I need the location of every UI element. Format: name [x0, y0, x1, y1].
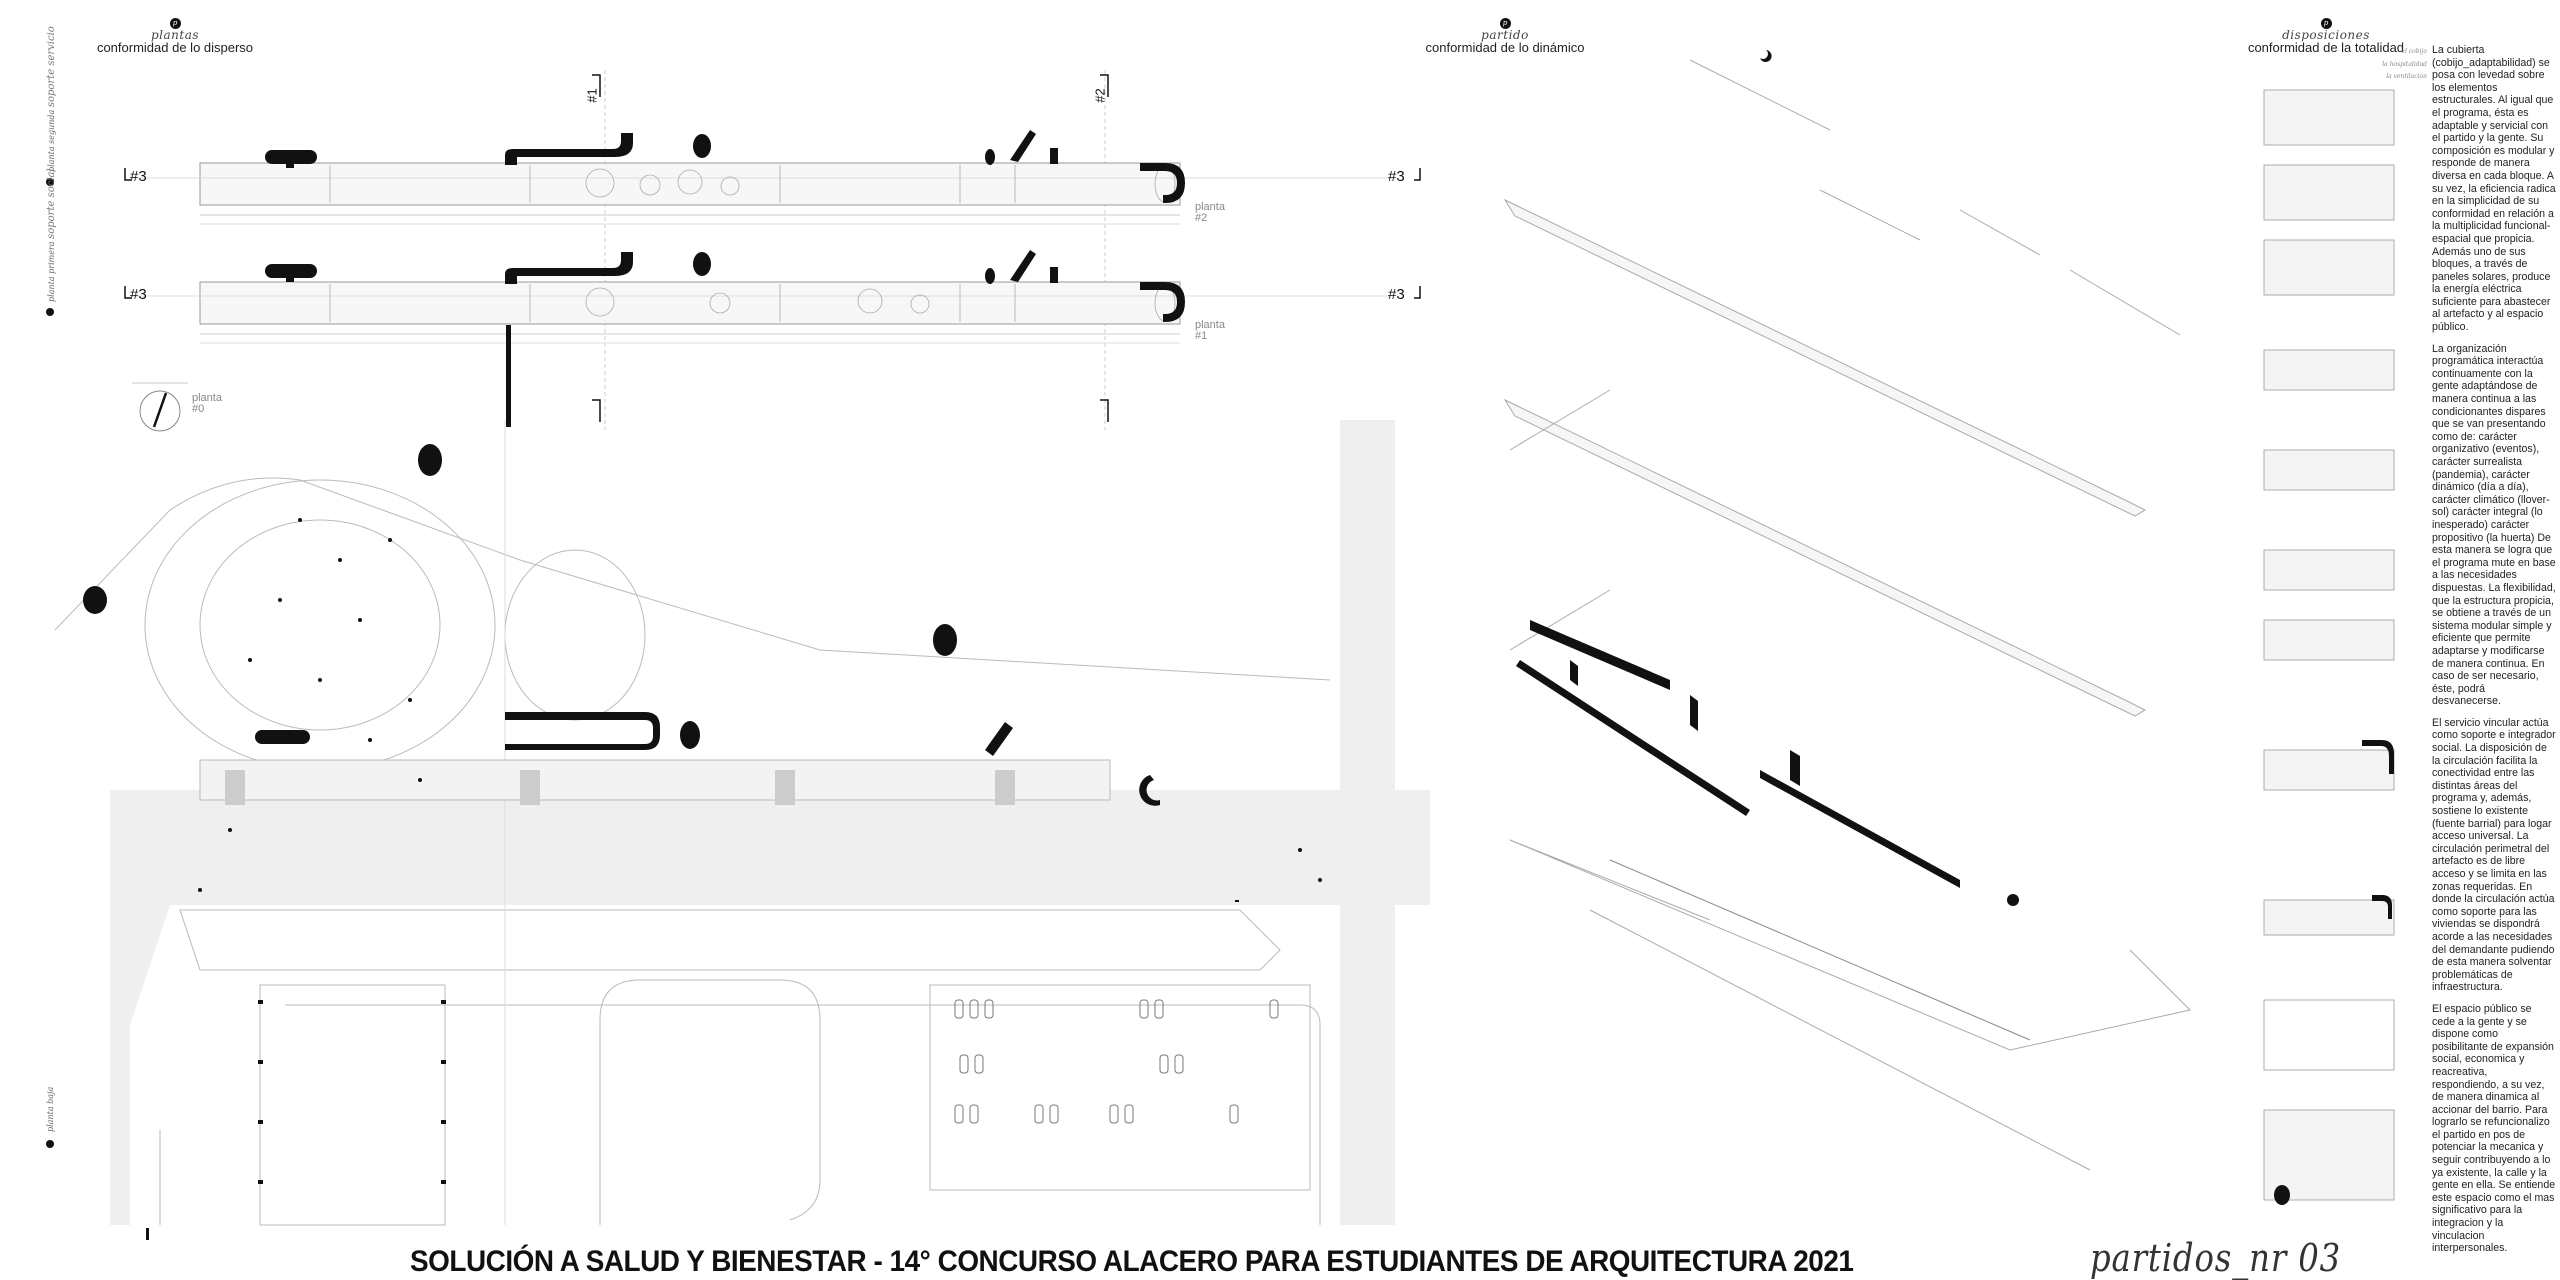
- floor-plans-drawing: [124, 70, 1421, 430]
- paragraph-servicio-vincular: El servicio vincular actúa como soporte …: [2432, 716, 2556, 994]
- plan-label-num: #1: [1195, 330, 1208, 342]
- section-subtitle: conformidad de lo dinámico: [1425, 40, 1585, 55]
- section-header-partido: p partido conformidad de lo dinámico: [1375, 18, 1635, 55]
- plan-label-word: planta: [1195, 201, 1225, 213]
- section-badge: p: [1499, 18, 1511, 29]
- side-annotation: el cobijo: [2401, 48, 2427, 55]
- floor-bullet: [46, 1140, 54, 1148]
- section-header-disposiciones: p disposiciones conformidad de la totali…: [2196, 18, 2456, 55]
- plan-label-word: planta: [1195, 319, 1225, 331]
- plan-label-word: planta: [192, 392, 222, 404]
- north-arrow-icon: [132, 382, 188, 432]
- disposition-thumbnails: [2263, 89, 2395, 1205]
- paragraph-organizacion: La organización programática interactúa …: [2432, 342, 2556, 708]
- sheet-number: partidos_nr 03: [2090, 1236, 2342, 1280]
- plan-label-0: planta#0: [192, 393, 222, 415]
- section-header-plantas: p plantas conformidad de lo disperso: [45, 18, 305, 55]
- side-annotation: la hospitalidad: [2382, 60, 2427, 68]
- description-column: La cubierta (cobijo_adaptabilidad) se po…: [2432, 44, 2556, 1264]
- paragraph-espacio-publico: El espacio público se cede a la gente y …: [2432, 1002, 2556, 1255]
- side-annotation: la ventilación: [2386, 73, 2427, 81]
- section-badge: p: [2320, 18, 2332, 29]
- plan-label-1: planta#1: [1195, 320, 1225, 342]
- poster-title: SOLUCIÓN A SALUD Y BIENESTAR - 14° CONCU…: [410, 1245, 1854, 1278]
- floor-bullet: [46, 178, 54, 186]
- section-mark: #3: [130, 286, 147, 303]
- section-mark: #2: [1092, 88, 1108, 103]
- section-subtitle: conformidad de lo disperso: [96, 40, 254, 55]
- plan-label-2: planta#2: [1195, 202, 1225, 224]
- section-badge: p: [169, 18, 181, 29]
- section-mark: #3: [1388, 168, 1405, 185]
- section-mark: #3: [130, 168, 147, 185]
- section-mark: #1: [584, 88, 600, 103]
- site-plan-drawing: [54, 420, 1430, 1240]
- plan-label-num: #2: [1195, 212, 1208, 224]
- plan-label-num: #0: [192, 403, 205, 415]
- section-mark: #3: [1388, 286, 1405, 303]
- floor-bullet: [46, 308, 54, 316]
- axonometric-exploded-drawing: [1503, 50, 2191, 1171]
- section-script-title: partido: [1481, 28, 1529, 42]
- side-annotations: el cobijo la hospitalidad la ventilación: [2365, 46, 2427, 84]
- section-subtitle: conformidad de la totalidad: [2247, 40, 2405, 55]
- section-script-title: plantas: [150, 28, 200, 42]
- paragraph-cubierta: La cubierta (cobijo_adaptabilidad) se po…: [2432, 44, 2556, 334]
- section-script-title: disposiciones: [2282, 28, 2370, 42]
